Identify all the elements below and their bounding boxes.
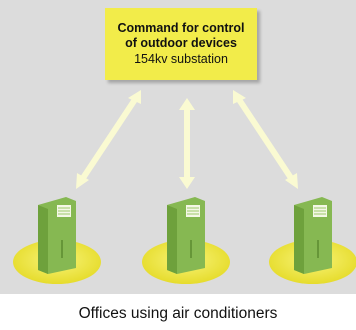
office-unit-1: [13, 197, 101, 284]
office-unit-3: [269, 197, 356, 284]
arrow-middle: [179, 98, 195, 189]
air-conditioner-icon: [294, 197, 332, 274]
command-title-line-1: Command for control: [117, 21, 245, 35]
command-subtitle: 154kv substation: [134, 52, 228, 66]
office-unit-2: [142, 197, 230, 284]
arrow-left: [76, 90, 141, 189]
arrow-right: [233, 90, 298, 189]
caption: Offices using air conditioners: [78, 305, 278, 322]
air-conditioner-icon: [167, 197, 205, 274]
arrows: [76, 90, 298, 189]
command-title-line-2: of outdoor devices: [125, 36, 237, 50]
command-box: Command for control of outdoor devices 1…: [105, 8, 257, 80]
air-conditioner-icon: [38, 197, 76, 274]
caption-band: [0, 294, 356, 330]
